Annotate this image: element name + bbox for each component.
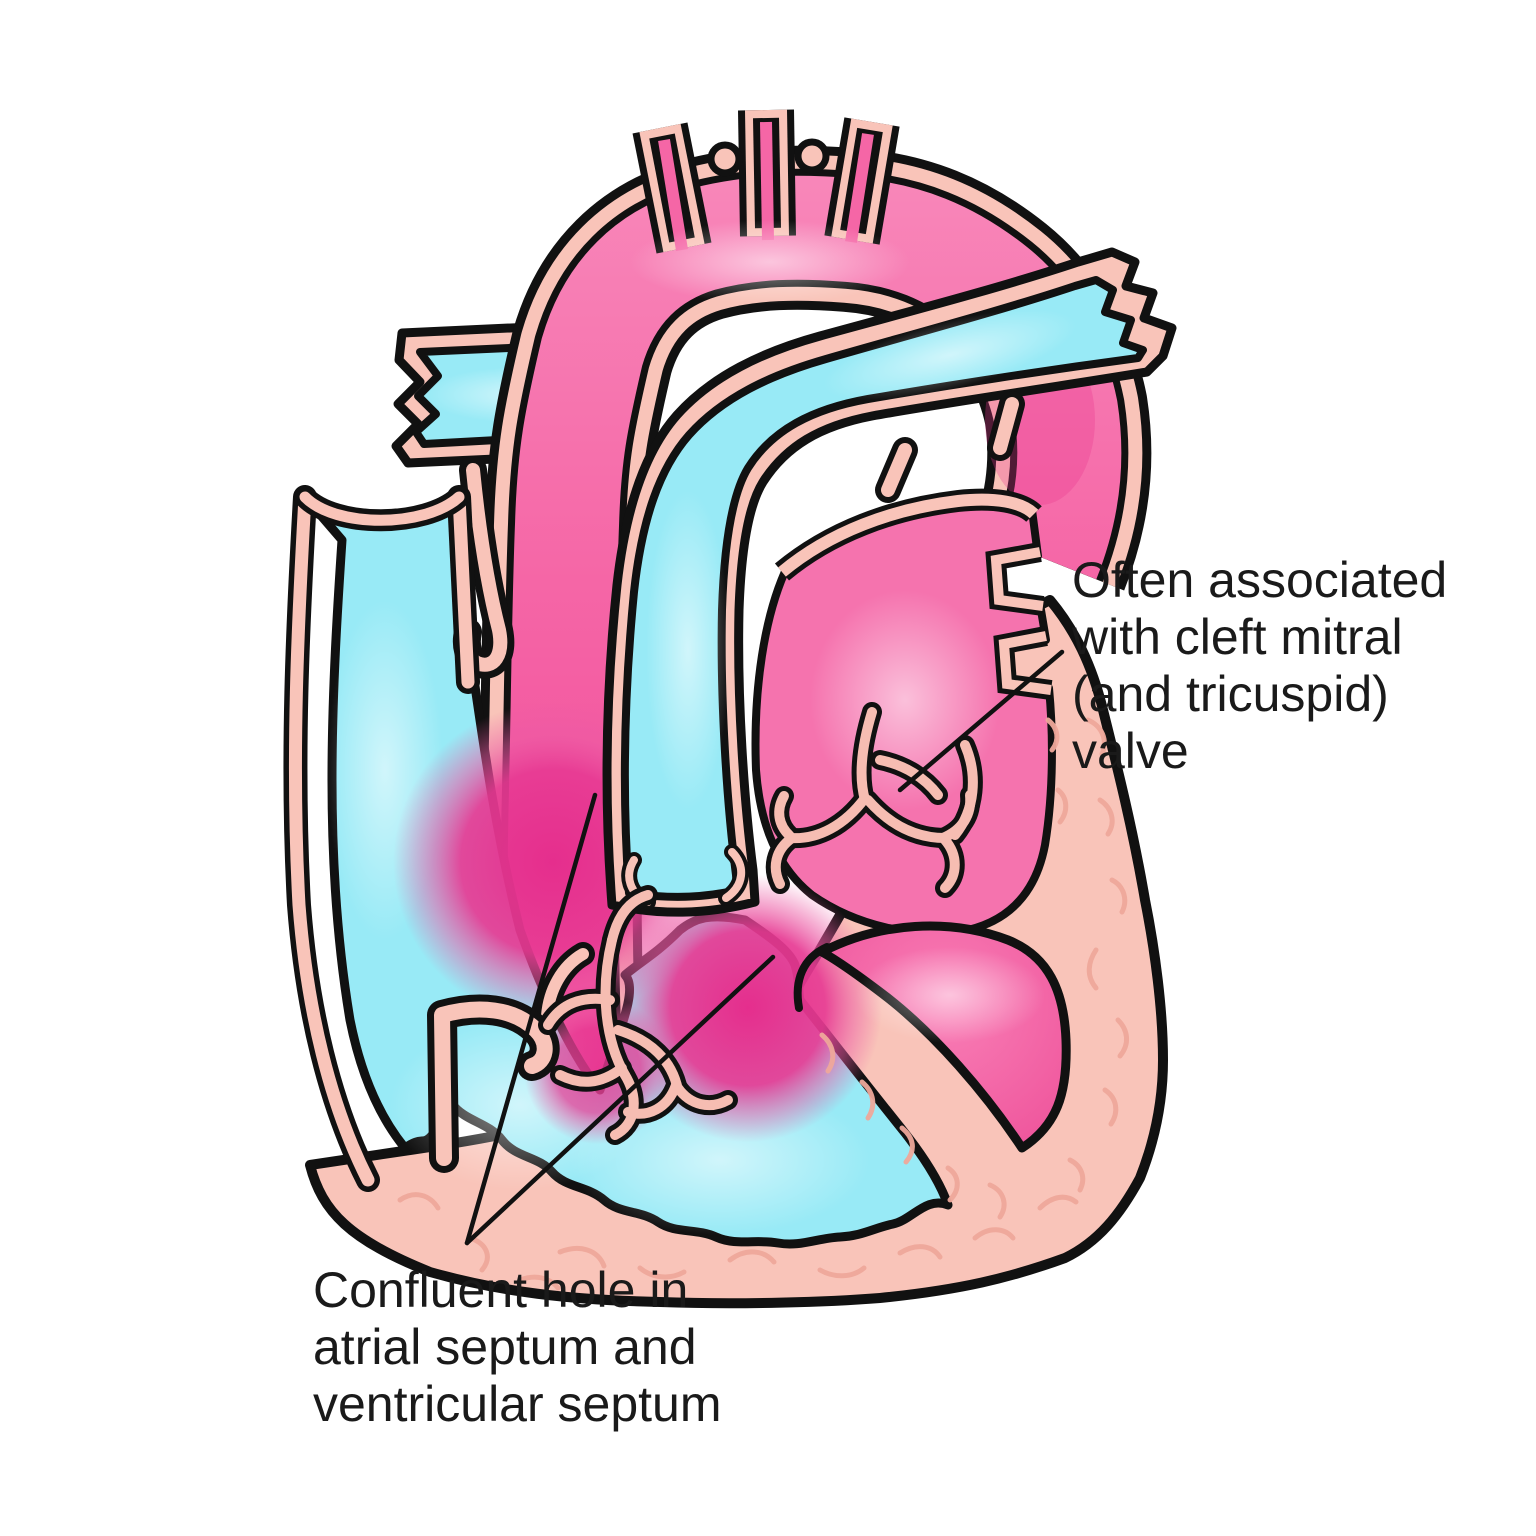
left-ventricle — [817, 921, 1071, 1153]
av-valve-chordae — [538, 702, 983, 1145]
arch-branch-stubs — [630, 109, 1095, 505]
pulmonary-trunk — [602, 247, 1177, 917]
myocardium-texture — [397, 717, 1129, 1291]
arch-bump — [794, 138, 830, 174]
pa-branch-stubs — [875, 391, 1025, 503]
pulmonary-vein-stubs — [985, 542, 1053, 700]
annotation-septal-note: Confluent hole in atrial septum and vent… — [313, 1262, 722, 1432]
leader-line-valve — [897, 649, 1065, 793]
leader-line-ventricular-septum — [464, 954, 776, 1246]
arch-bump — [707, 141, 743, 177]
superior-vena-cava — [283, 485, 480, 1192]
left-atrium — [751, 488, 1056, 938]
leader-line-atrial-septum — [464, 792, 598, 1246]
leader-lines — [464, 649, 1065, 1246]
annotation-valve-note: Often associated with cleft mitral (and … — [1072, 552, 1448, 779]
